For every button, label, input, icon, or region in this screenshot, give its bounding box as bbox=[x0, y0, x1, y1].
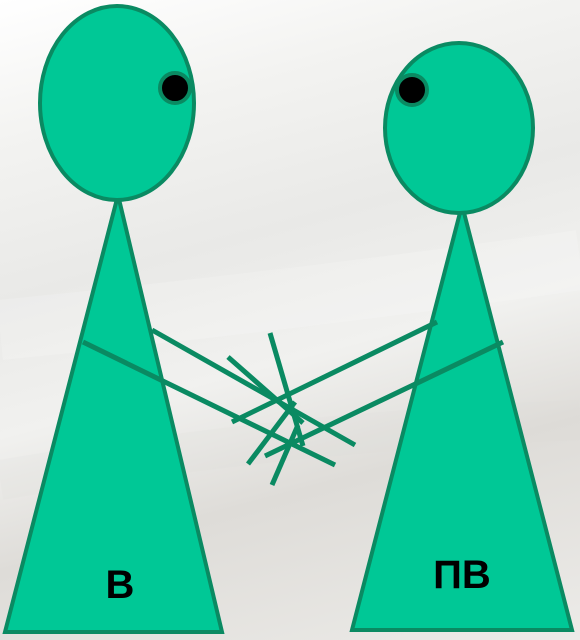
right-figure: ПВ bbox=[349, 41, 575, 632]
right-lower-arm bbox=[263, 339, 505, 459]
left-upper-arm bbox=[150, 327, 357, 448]
right-figure-head bbox=[383, 41, 535, 215]
left-figure: В bbox=[2, 4, 225, 634]
finger-line-4 bbox=[269, 424, 301, 486]
right-upper-arm bbox=[230, 319, 439, 425]
right-figure-eye-icon bbox=[395, 73, 429, 107]
left-figure-body bbox=[2, 194, 225, 634]
handshake-lines bbox=[81, 319, 505, 486]
right-figure-label: ПВ bbox=[433, 553, 491, 597]
left-figure-label: В bbox=[106, 563, 135, 607]
right-figure-body bbox=[349, 197, 575, 632]
left-figure-head bbox=[38, 4, 196, 202]
finger-line-3 bbox=[246, 400, 297, 466]
left-figure-eye-icon bbox=[158, 71, 192, 105]
